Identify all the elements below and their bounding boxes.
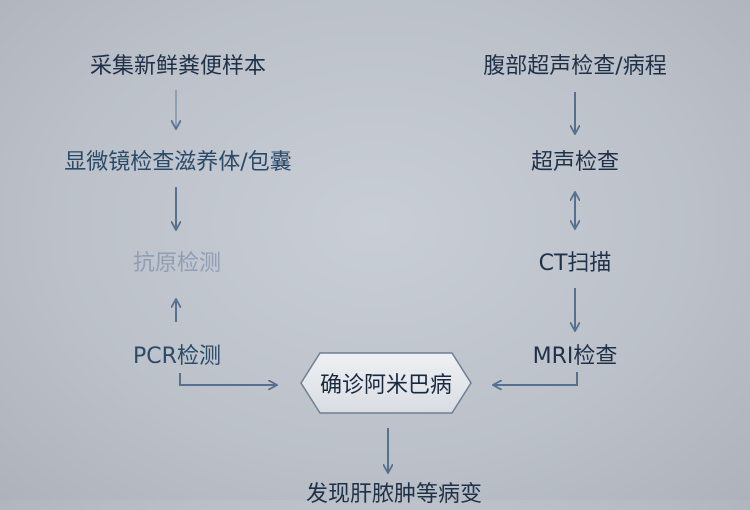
- node-abdominal-ultrasound: 腹部超声检查/病程: [483, 54, 667, 79]
- node-stool-sample: 采集新鲜粪便样本: [89, 54, 267, 79]
- node-ct-scan: CT扫描: [538, 251, 612, 276]
- node-microscopy: 显微镜检查滋养体/包囊: [64, 150, 292, 175]
- node-ultrasound: 超声检查: [530, 150, 620, 175]
- hexagon-shape: [300, 352, 472, 414]
- arrow-right-to-diagnosis: [494, 372, 578, 385]
- node-antigen-test: 抗原检测: [132, 251, 222, 276]
- diagnosis-label: 确诊阿米巴病: [319, 373, 452, 398]
- node-pcr-test: PCR检测: [133, 344, 221, 369]
- arrow-left-to-diagnosis: [179, 373, 276, 385]
- node-mri: MRI检查: [532, 344, 618, 369]
- node-liver-abscess: 发现肝脓肿等病变: [305, 482, 483, 507]
- node-diagnosis: 确诊阿米巴病: [300, 352, 472, 414]
